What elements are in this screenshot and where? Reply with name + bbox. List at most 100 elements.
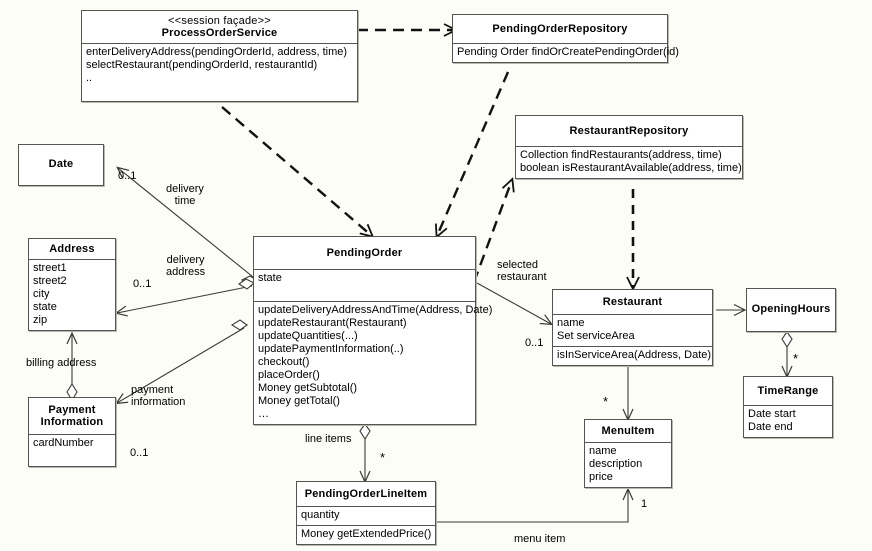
edge-pendingorderrepository-to-pendingorder	[434, 71, 510, 239]
attributes-pending-order: state	[254, 269, 475, 301]
stereotype-session-facade: <<session façade>>	[168, 15, 271, 27]
class-header-process-order-service: <<session façade>> ProcessOrderService	[82, 11, 357, 43]
operation: updatePaymentInformation(..)	[258, 343, 404, 355]
class-header-address: Address	[29, 239, 115, 259]
class-name-menu-item: MenuItem	[601, 425, 655, 437]
operation: Money getSubtotal()	[258, 382, 358, 394]
operation: placeOrder()	[258, 369, 320, 381]
label-menu-items-multiplicity: *	[603, 394, 609, 409]
operation: Money getTotal()	[258, 395, 340, 407]
class-pending-order-line-item[interactable]: PendingOrderLineItem quantity Money getE…	[296, 481, 436, 545]
label-line: delivery	[166, 254, 205, 266]
operation: updateDeliveryAddressAndTime(Address, Da…	[258, 304, 493, 316]
class-time-range[interactable]: TimeRange Date start Date end	[743, 376, 833, 438]
operation: updateRestaurant(Restaurant)	[258, 317, 407, 329]
label-line: time	[174, 195, 196, 207]
operations-restaurant-repository: Collection findRestaurants(address, time…	[516, 146, 742, 178]
attribute: Date start	[748, 408, 796, 420]
label-menu-item-multiplicity: 1	[641, 498, 648, 510]
class-name-address: Address	[49, 243, 95, 255]
operation: Money getExtendedPrice()	[301, 528, 432, 540]
label-delivery-address: delivery address	[166, 254, 205, 278]
attribute: street2	[33, 275, 67, 287]
class-header-pending-order: PendingOrder	[254, 237, 475, 269]
attribute: state	[33, 301, 57, 313]
class-payment-information[interactable]: Payment Information cardNumber	[28, 397, 116, 467]
class-header-pending-order-repository: PendingOrderRepository	[453, 15, 667, 43]
operations-pending-order-repository: Pending Order findOrCreatePendingOrder(i…	[453, 43, 679, 62]
class-name-payment-information-line1: Payment	[48, 404, 96, 416]
operation: …	[258, 408, 269, 420]
attribute: Set serviceArea	[557, 330, 635, 342]
label-line: information	[131, 396, 186, 408]
edge-pendingorder-delivery-address	[114, 285, 253, 317]
label-selected-restaurant-multiplicity: 0..1	[525, 337, 544, 349]
class-header-pending-order-line-item: PendingOrderLineItem	[297, 482, 435, 506]
attributes-address: street1 street2 city state zip	[29, 259, 115, 330]
class-restaurant[interactable]: Restaurant name Set serviceArea isInServ…	[552, 289, 713, 366]
attribute: cardNumber	[33, 437, 94, 449]
label-line: payment	[131, 384, 174, 396]
label-time-ranges-multiplicity: *	[793, 351, 799, 366]
edge-service-to-pendingorder	[221, 106, 375, 238]
operations-process-order-service: enterDeliveryAddress(pendingOrderId, add…	[82, 43, 357, 101]
attribute: street1	[33, 262, 67, 274]
label-delivery-address-multiplicity: 0..1	[133, 278, 152, 290]
class-name-pending-order-repository: PendingOrderRepository	[492, 23, 628, 35]
class-opening-hours[interactable]: OpeningHours	[746, 288, 836, 332]
class-name-restaurant-repository: RestaurantRepository	[569, 125, 689, 137]
aggregation-diamond-time-ranges	[781, 331, 793, 349]
class-pending-order-repository[interactable]: PendingOrderRepository Pending Order fin…	[452, 14, 679, 63]
attribute: state	[258, 272, 282, 284]
class-header-restaurant: Restaurant	[553, 290, 712, 314]
attribute: name	[557, 317, 585, 329]
class-header-date: Date	[19, 145, 103, 183]
aggregation-diamond-delivery-address	[238, 278, 255, 290]
operations-pending-order: updateDeliveryAddressAndTime(Address, Da…	[254, 301, 493, 424]
class-name-restaurant: Restaurant	[602, 296, 663, 308]
label-line-items-multiplicity: *	[380, 450, 386, 465]
class-date[interactable]: Date	[18, 144, 104, 186]
label-billing-address: billing address	[26, 357, 97, 369]
operation: Collection findRestaurants(address, time…	[520, 149, 722, 161]
class-menu-item[interactable]: MenuItem name description price	[584, 419, 672, 488]
class-pending-order[interactable]: PendingOrder state updateDeliveryAddress…	[253, 236, 493, 425]
label-delivery-time-multiplicity: 0..1	[118, 170, 137, 182]
class-name-pending-order: PendingOrder	[326, 247, 403, 259]
attribute: quantity	[301, 509, 340, 521]
attribute: city	[33, 288, 50, 300]
attributes-restaurant: name Set serviceArea	[553, 314, 712, 346]
attribute: description	[589, 458, 643, 470]
attributes-payment-information: cardNumber	[29, 434, 115, 466]
operation: enterDeliveryAddress(pendingOrderId, add…	[86, 46, 348, 58]
operation: boolean isRestaurantAvailable(address, t…	[520, 162, 742, 174]
aggregation-diamond-payment-information	[230, 319, 248, 331]
label-menu-item: menu item	[514, 533, 566, 545]
operation: checkout()	[258, 356, 310, 368]
label-line: address	[166, 266, 206, 278]
label-delivery-time: delivery time	[166, 183, 204, 207]
label-line: restaurant	[497, 271, 547, 283]
class-name-pending-order-line-item: PendingOrderLineItem	[304, 488, 428, 500]
attributes-time-range: Date start Date end	[744, 405, 832, 437]
class-name-opening-hours: OpeningHours	[751, 303, 831, 315]
class-process-order-service[interactable]: <<session façade>> ProcessOrderService e…	[81, 10, 358, 102]
operation: Pending Order findOrCreatePendingOrder(i…	[457, 46, 679, 58]
class-header-time-range: TimeRange	[744, 377, 832, 405]
attribute: zip	[33, 314, 48, 326]
attribute: price	[589, 471, 613, 483]
class-name-process-order-service: ProcessOrderService	[161, 27, 278, 39]
label-line: delivery	[166, 183, 204, 195]
operation: selectRestaurant(pendingOrderId, restaur…	[86, 59, 318, 71]
attributes-pending-order-line-item: quantity	[297, 506, 435, 525]
label-payment-information: payment information	[131, 384, 185, 408]
class-restaurant-repository[interactable]: RestaurantRepository Collection findRest…	[515, 115, 743, 179]
attribute: Date end	[748, 421, 793, 433]
class-name-date: Date	[48, 158, 74, 170]
edge-lineitem-menu-item	[436, 487, 634, 523]
class-address[interactable]: Address street1 street2 city state zip	[28, 238, 116, 331]
label-line-items: line items	[305, 433, 352, 445]
label-selected-restaurant: selected restaurant	[497, 259, 547, 283]
class-header-payment-information: Payment Information	[29, 398, 115, 434]
